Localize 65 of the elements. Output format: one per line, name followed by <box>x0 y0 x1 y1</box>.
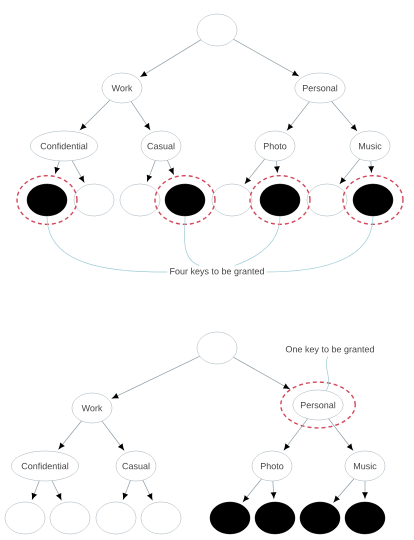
filled-node <box>164 184 206 216</box>
leader-line <box>184 216 200 266</box>
arrow <box>122 480 131 500</box>
arrow <box>270 480 276 498</box>
arrow <box>340 158 360 184</box>
empty-node <box>212 184 252 216</box>
arrow <box>274 160 280 172</box>
arrow <box>233 38 299 76</box>
filled-node <box>300 502 340 534</box>
category-node: Casual <box>140 130 182 162</box>
arrow <box>284 418 308 450</box>
category-node: Music <box>350 130 390 162</box>
category-node: Photo <box>252 450 292 482</box>
arrow <box>102 420 124 450</box>
arrow <box>140 39 202 77</box>
arrow <box>142 480 152 500</box>
arrow <box>328 418 353 450</box>
arrow <box>58 420 82 450</box>
arrow <box>72 160 84 182</box>
annotation-text: One key to be granted <box>286 346 374 354</box>
arrow <box>112 356 200 399</box>
arrow <box>130 101 150 130</box>
leader-line <box>46 216 168 272</box>
filled-node <box>254 502 296 534</box>
arrow <box>52 480 62 500</box>
filled-node <box>352 184 394 216</box>
empty-node <box>50 502 90 534</box>
leader-line <box>234 216 280 266</box>
filled-node <box>26 184 68 216</box>
category-node: Personal <box>294 72 346 104</box>
root-node <box>196 14 238 46</box>
arrow <box>368 160 374 172</box>
arrow <box>331 101 357 131</box>
annotation-text: Four keys to be granted <box>170 268 264 276</box>
arrow <box>80 100 110 130</box>
arrow <box>146 160 156 182</box>
category-node: Music <box>344 450 386 482</box>
arrow <box>362 480 368 498</box>
arrow <box>334 478 354 502</box>
empty-node <box>4 502 46 534</box>
category-node: Photo <box>254 130 296 162</box>
filled-node <box>344 502 386 534</box>
arrow <box>167 160 174 174</box>
arrow <box>32 480 40 500</box>
empty-node <box>96 502 136 534</box>
filled-node <box>260 184 300 216</box>
category-node: Confidential <box>30 130 98 162</box>
arrow <box>54 160 60 174</box>
arrow <box>233 356 290 390</box>
root-node <box>196 332 238 364</box>
empty-node <box>306 184 348 216</box>
arrow <box>287 101 310 130</box>
filled-node <box>210 502 250 534</box>
category-node: Confidential <box>11 450 79 482</box>
category-node: Work <box>102 72 142 104</box>
empty-node <box>140 502 182 534</box>
leader-line <box>266 216 374 272</box>
arrow <box>244 158 265 184</box>
category-node: Personal <box>292 390 344 420</box>
leader-line <box>326 356 330 391</box>
empty-node <box>74 184 114 216</box>
empty-node <box>120 184 160 216</box>
category-node: Casual <box>116 450 156 482</box>
arrow <box>243 478 262 502</box>
category-node: Work <box>72 392 112 424</box>
